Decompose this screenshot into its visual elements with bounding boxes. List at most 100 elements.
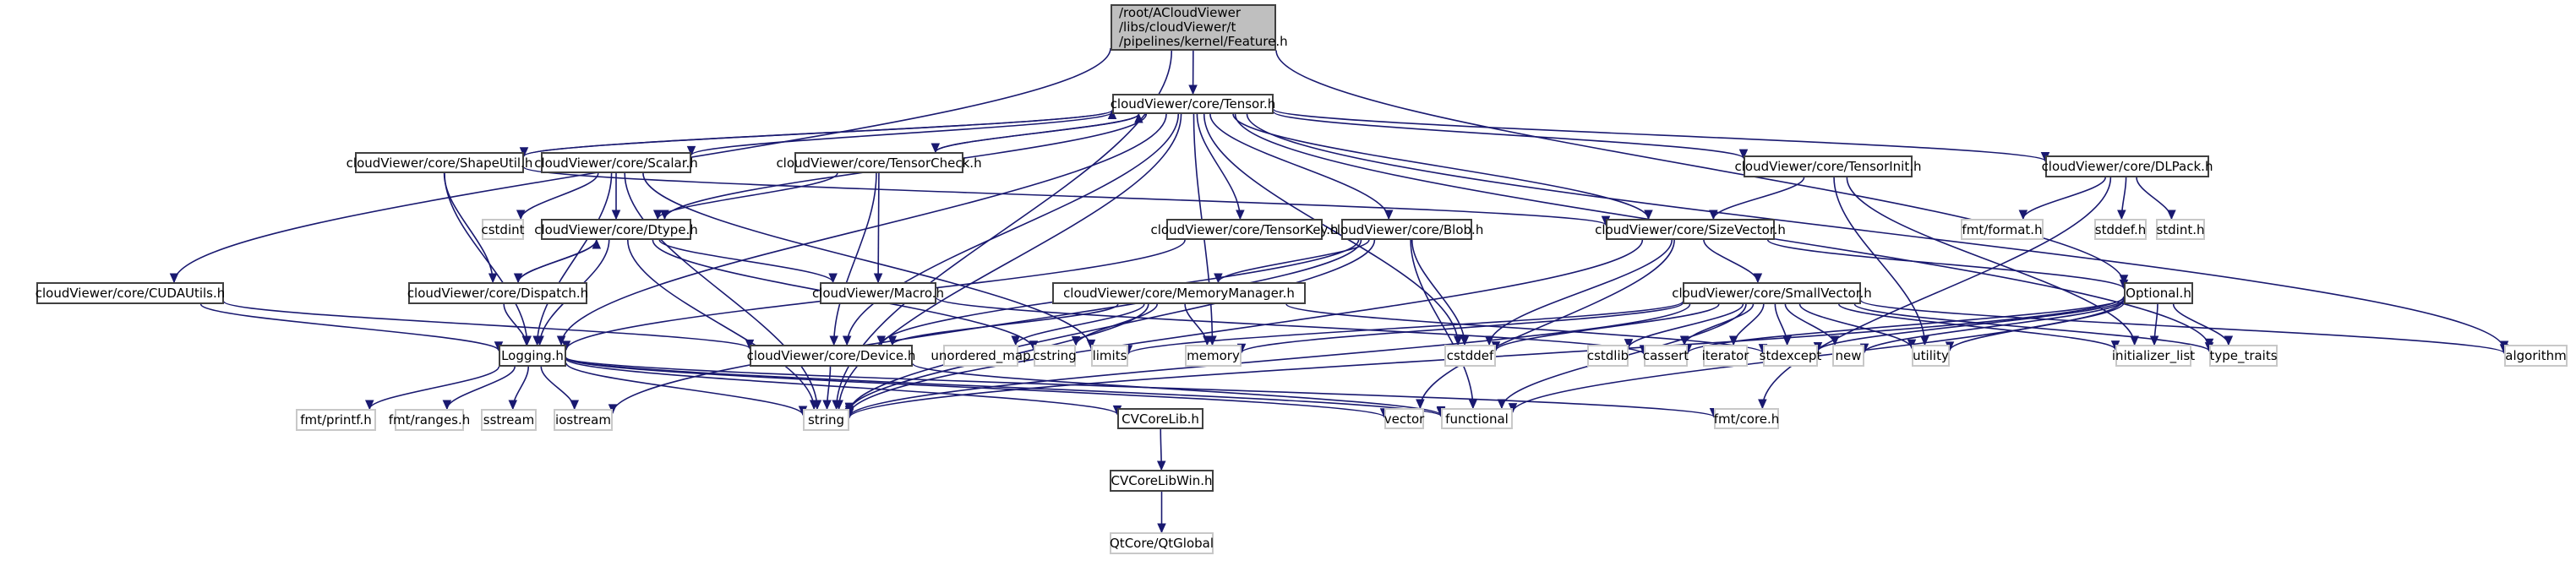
node-label: cstdint xyxy=(481,221,525,237)
node-fmtcore: fmt/core.h xyxy=(1714,408,1779,429)
node-sizevector[interactable]: cloudViewer/core/SizeVector.h xyxy=(1595,219,1786,240)
arrowhead-icon xyxy=(1830,335,1840,346)
edge-tensor-to-blob xyxy=(1209,113,1389,220)
node-label: QtCore/QtGlobal xyxy=(1110,536,1214,551)
node-optional[interactable]: Optional.h xyxy=(2124,282,2193,304)
node-tensorkey[interactable]: cloudViewer/core/TensorKey.h xyxy=(1150,219,1339,240)
node-qtglobal: QtCore/QtGlobal xyxy=(1110,532,1214,554)
edge-sizevector-to-smallvector xyxy=(1703,239,1759,283)
node-unordered_map: unordered_map xyxy=(931,345,1031,367)
node-smallvector[interactable]: cloudViewer/core/SmallVector.h xyxy=(1672,282,1872,304)
node-tensorcheck[interactable]: cloudViewer/core/TensorCheck.h xyxy=(776,152,982,173)
arrowhead-icon xyxy=(829,335,838,346)
node-label: cstdlib xyxy=(1586,348,1629,363)
edge-scalar-to-logging xyxy=(536,172,613,346)
node-stdexcept: stdexcept xyxy=(1760,345,1821,367)
node-cudautils[interactable]: cloudViewer/core/CUDAUtils.h xyxy=(35,282,225,304)
node-label: fmt/core.h xyxy=(1713,411,1780,427)
node-cvcorelib[interactable]: CVCoreLib.h xyxy=(1117,408,1203,429)
node-dlpack[interactable]: cloudViewer/core/DLPack.h xyxy=(2042,155,2213,177)
edge-logging-to-iostream xyxy=(540,366,576,410)
edge-smallvector-to-algorithm xyxy=(1860,299,2505,354)
node-label: stddef.h xyxy=(2094,221,2147,237)
node-label: cloudViewer/Macro.h xyxy=(811,286,945,301)
node-dispatch[interactable]: cloudViewer/core/Dispatch.h xyxy=(407,282,589,304)
edge-tensor-to-cstddef xyxy=(1203,113,1459,346)
arrowhead-icon xyxy=(611,210,621,221)
arrowhead-icon xyxy=(745,339,755,350)
node-iostream: iostream xyxy=(554,409,613,431)
arrowhead-icon xyxy=(1468,399,1478,410)
node-shapeutil[interactable]: cloudViewer/core/ShapeUtil.h xyxy=(347,152,532,173)
arrowhead-icon xyxy=(1624,339,1634,349)
edge-smallvector-to-memory xyxy=(1241,302,1684,353)
node-tensorinit[interactable]: cloudViewer/core/TensorInit.h xyxy=(1735,155,1922,177)
node-tensor[interactable]: cloudViewer/core/Tensor.h xyxy=(1111,94,1275,114)
edge-memorymanager-to-cstring xyxy=(1075,303,1158,346)
arrowhead-icon xyxy=(1011,335,1020,346)
edge-dtype-to-macro xyxy=(658,239,834,283)
arrowhead-icon xyxy=(508,400,518,411)
node-label: fmt/format.h xyxy=(1962,221,2043,237)
edge-logging-to-cvcorelib xyxy=(565,358,1118,416)
edge-tensorcheck-to-device xyxy=(832,172,877,346)
node-blob[interactable]: cloudViewer/core/Blob.h xyxy=(1330,219,1483,240)
node-label: vector xyxy=(1384,411,1425,427)
arrowhead-icon xyxy=(834,400,843,411)
node-logging[interactable]: Logging.h xyxy=(499,345,566,367)
arrowhead-icon xyxy=(592,238,602,249)
node-string: string xyxy=(803,409,849,431)
node-label: cassert xyxy=(1642,348,1689,363)
arrowhead-icon xyxy=(556,335,566,346)
arrowhead-icon xyxy=(1416,399,1425,410)
edge-scalar-to-limits xyxy=(642,172,1092,349)
edge-tensorcheck-to-macro xyxy=(877,172,880,283)
edge-smallvector-to-string xyxy=(849,303,1691,417)
edge-tensor-to-sizevector xyxy=(1232,113,1650,220)
edge-blob-to-cstddef xyxy=(1411,239,1465,346)
node-feature[interactable]: /root/ACloudViewer/libs/cloudViewer/t/pi… xyxy=(1111,4,1288,51)
edge-cudautils-to-device xyxy=(223,301,750,350)
arrowhead-icon xyxy=(535,335,544,346)
edge-dlpack-to-fmtcore xyxy=(1761,177,2112,409)
node-label: string xyxy=(807,412,845,428)
arrowhead-icon xyxy=(1738,149,1749,160)
arrowhead-icon xyxy=(1453,335,1463,346)
node-label-line: /root/ACloudViewer xyxy=(1119,5,1242,20)
node-memory: memory xyxy=(1185,345,1242,367)
node-macro[interactable]: cloudViewer/Macro.h xyxy=(812,282,944,304)
node-fmtformat: fmt/format.h xyxy=(1961,219,2044,240)
arrowhead-icon xyxy=(364,400,374,411)
node-label: cloudViewer/core/TensorInit.h xyxy=(1734,159,1922,174)
node-label: fmt/printf.h xyxy=(300,412,372,428)
edge-tensorinit-to-utility xyxy=(1833,177,1926,346)
edge-tensorcheck-to-dtype xyxy=(657,172,838,220)
edge-smallvector-to-cstddef xyxy=(1495,303,1720,351)
arrowhead-icon xyxy=(876,335,886,346)
arrowhead-icon xyxy=(1497,399,1507,410)
edge-tensorcheck-to-tensor xyxy=(935,113,1140,153)
node-label: cloudViewer/core/Scalar.h xyxy=(534,155,698,171)
node-cvcorelibwin[interactable]: CVCoreLibWin.h xyxy=(1110,470,1214,492)
node-label: cloudViewer/core/TensorCheck.h xyxy=(776,155,982,171)
edge-optional-to-type_traits xyxy=(2172,303,2229,346)
node-scalar[interactable]: cloudViewer/core/Scalar.h xyxy=(534,152,698,173)
arrowhead-icon xyxy=(887,335,898,346)
node-device[interactable]: cloudViewer/core/Device.h xyxy=(747,345,915,367)
node-algorithm: algorithm xyxy=(2504,345,2568,367)
edge-sizevector-to-string xyxy=(849,239,1644,416)
node-dtype[interactable]: cloudViewer/core/Dtype.h xyxy=(534,219,698,240)
node-memorymanager[interactable]: cloudViewer/core/MemoryManager.h xyxy=(1052,282,1306,304)
edge-shapeutil-to-sizevector xyxy=(523,166,1607,226)
node-label: cloudViewer/core/Dtype.h xyxy=(534,221,698,237)
arrowhead-icon xyxy=(652,210,663,221)
node-sstream: sstream xyxy=(481,409,537,431)
edge-tensor-to-scalar xyxy=(690,111,1113,156)
edge-dispatch-to-dtype xyxy=(517,239,598,283)
node-label: fmt/ranges.h xyxy=(388,412,471,428)
node-label: cloudViewer/core/Dispatch.h xyxy=(407,286,589,301)
node-label: stdint.h xyxy=(2156,221,2205,237)
arrowhead-icon xyxy=(873,273,883,284)
